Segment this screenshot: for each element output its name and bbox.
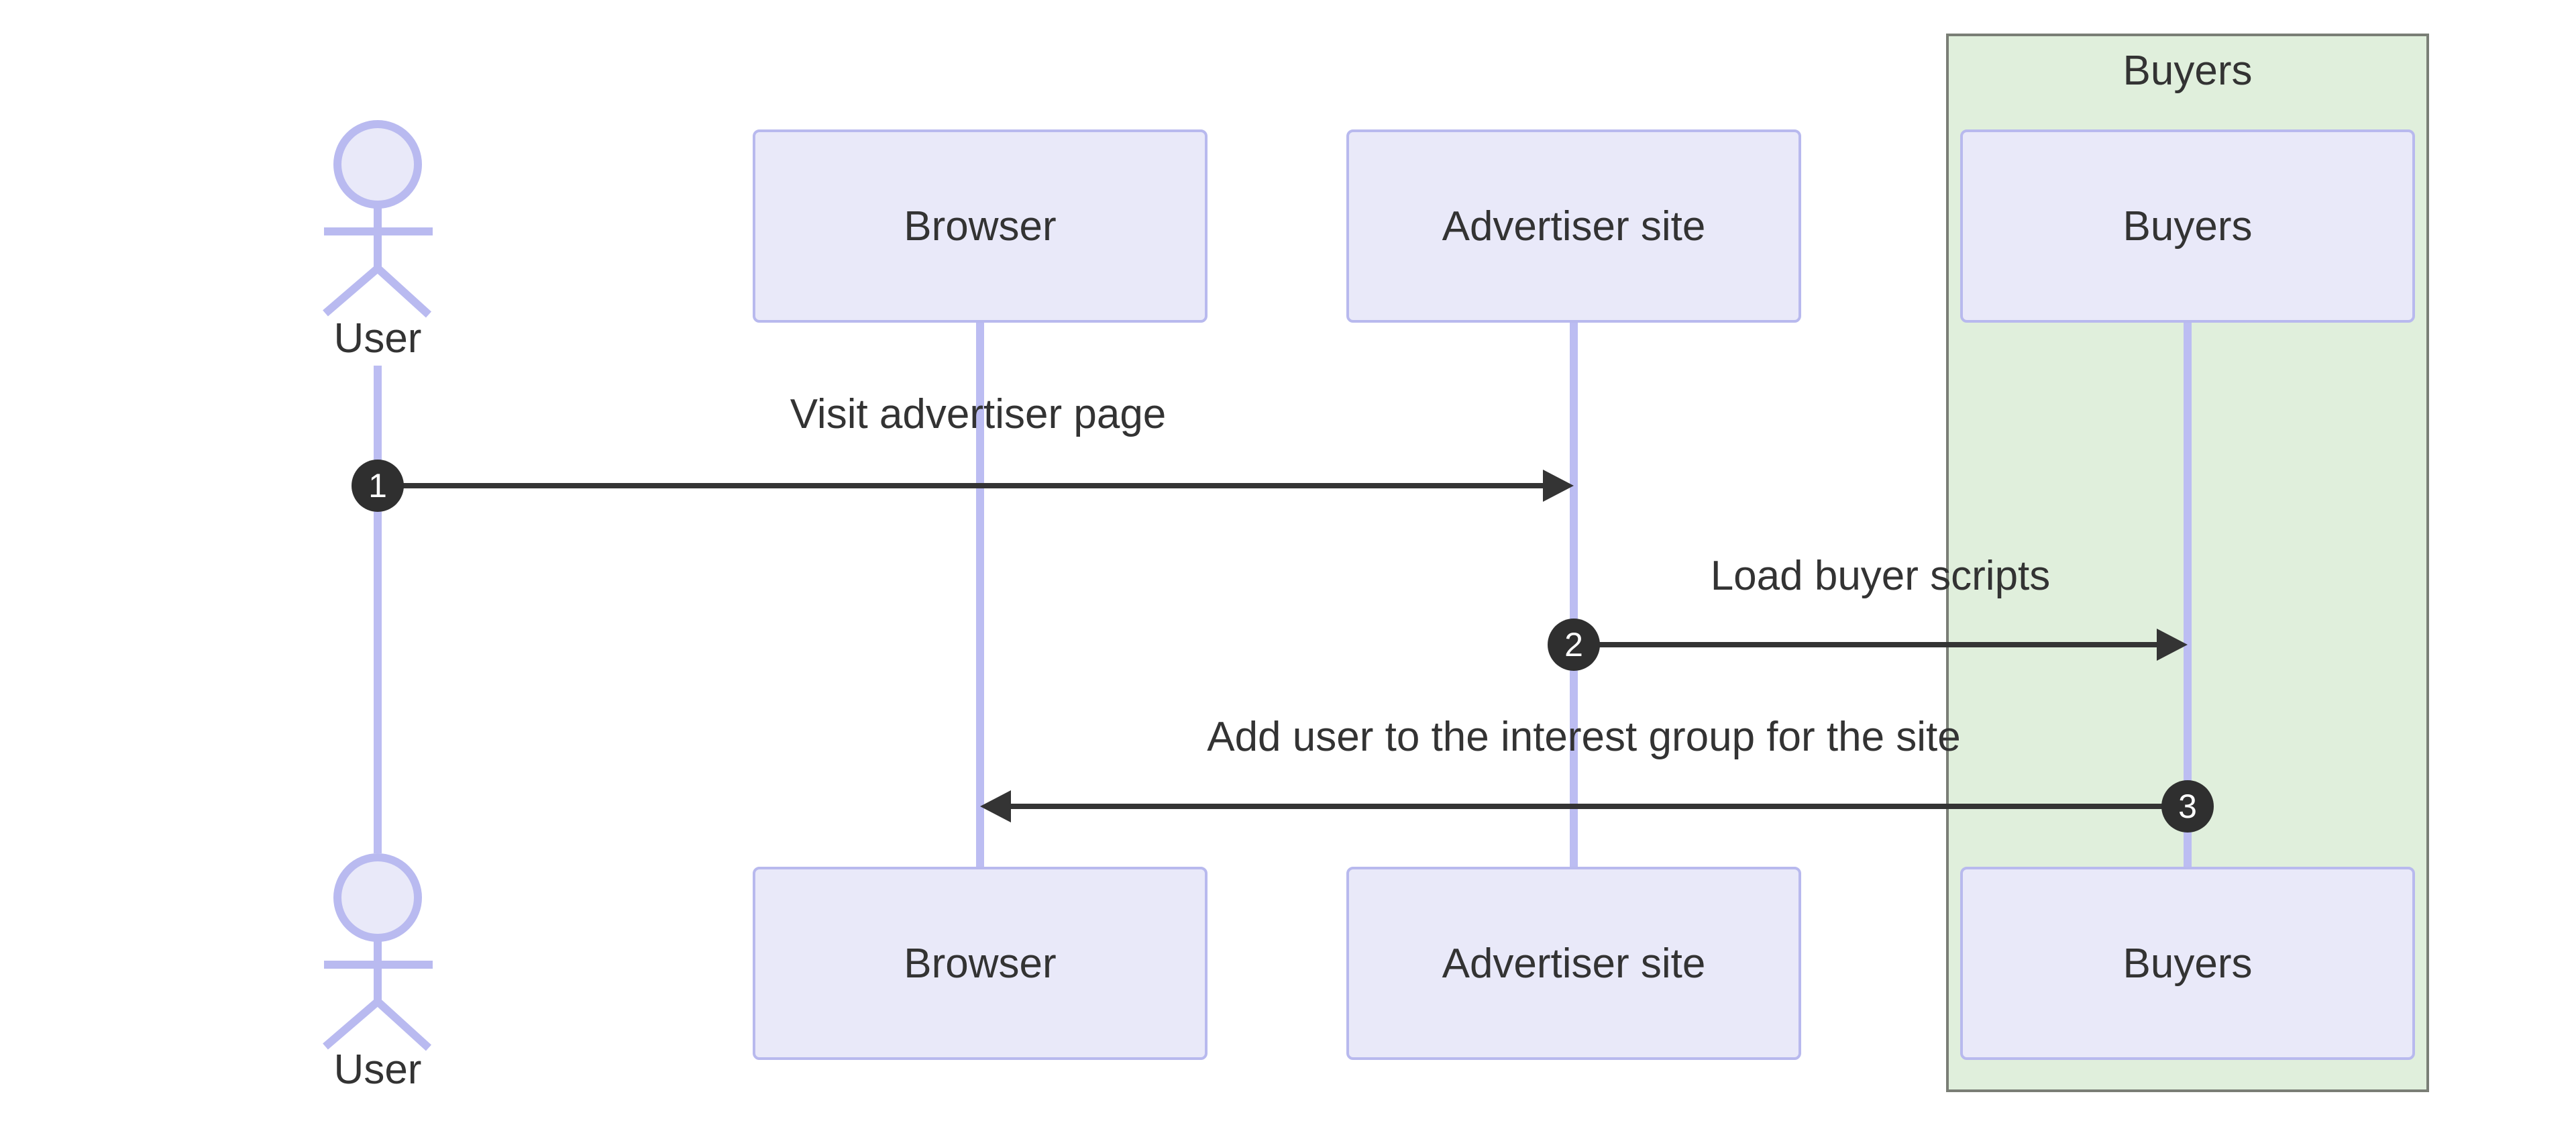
lifeline-buyers xyxy=(2184,323,2192,867)
actor-label-user-bottom: User xyxy=(333,1047,422,1093)
message-label-3: Add user to the interest group for the s… xyxy=(1207,714,1961,760)
arrowhead-left-icon xyxy=(980,790,1011,822)
actor-head xyxy=(333,853,422,942)
participant-label-buyers: Buyers xyxy=(2123,203,2253,250)
sequence-number-badge-2: 2 xyxy=(1548,619,1600,671)
lifeline-advertiser-site xyxy=(1570,323,1578,867)
group-title: Buyers xyxy=(2123,48,2253,94)
user-actor-figure-bottom xyxy=(323,853,433,1051)
participant-label-advertiser-site: Advertiser site xyxy=(1442,940,1706,987)
arrowhead-right-icon xyxy=(2157,629,2188,661)
actor-right-leg xyxy=(374,998,432,1051)
message-label-2: Load buyer scripts xyxy=(1710,553,2051,599)
arrowhead-right-icon xyxy=(1543,470,1574,502)
actor-left-leg xyxy=(323,998,380,1050)
actor-left-leg xyxy=(323,265,380,317)
message-label-1: Visit advertiser page xyxy=(790,391,1167,437)
actor-head xyxy=(333,120,422,209)
participant-box-buyers-bottom: Buyers xyxy=(1960,867,2415,1060)
participant-label-browser: Browser xyxy=(904,940,1057,987)
lifeline-browser xyxy=(976,323,984,867)
user-actor-figure-top xyxy=(323,120,433,318)
message-line-2 xyxy=(1574,642,2161,647)
participant-box-advertiser-site-bottom: Advertiser site xyxy=(1346,867,1801,1060)
lifeline-user xyxy=(374,366,382,853)
actor-label-user-top: User xyxy=(333,315,422,362)
message-line-3 xyxy=(1010,804,2188,809)
actor-right-leg xyxy=(374,265,432,318)
participant-box-browser-top: Browser xyxy=(753,129,1208,323)
participant-box-advertiser-site-top: Advertiser site xyxy=(1346,129,1801,323)
sequence-number-badge-1: 1 xyxy=(352,460,404,512)
participant-label-browser: Browser xyxy=(904,203,1057,250)
participant-label-buyers: Buyers xyxy=(2123,940,2253,987)
sequence-number-badge-3: 3 xyxy=(2161,780,2214,833)
participant-label-advertiser-site: Advertiser site xyxy=(1442,203,1706,250)
participant-box-browser-bottom: Browser xyxy=(753,867,1208,1060)
participant-box-buyers-top: Buyers xyxy=(1960,129,2415,323)
message-line-1 xyxy=(378,483,1548,488)
